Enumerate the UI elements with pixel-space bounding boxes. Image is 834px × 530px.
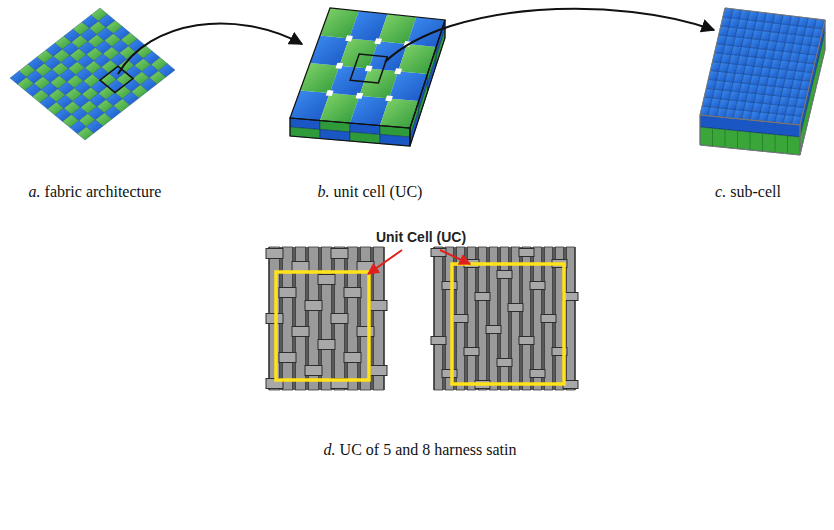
weft-float (266, 249, 283, 259)
resin-gap (365, 66, 373, 72)
resin-gap (326, 90, 334, 96)
weft-float (464, 348, 479, 356)
leader-arrow (440, 250, 470, 264)
satin-grid (431, 247, 578, 390)
curved-arrow (118, 23, 302, 74)
unit-cell-frame (452, 264, 564, 384)
weft-float (292, 327, 309, 337)
weave-ground (268, 247, 385, 390)
weft-float (318, 340, 335, 350)
weft-float (305, 366, 322, 376)
weft-float (442, 282, 457, 290)
weft-float (331, 314, 348, 324)
mesh-line (787, 136, 788, 154)
figure-caption: b. unit cell (UC) (318, 182, 423, 202)
weft-float (475, 293, 490, 301)
resin-gap (336, 63, 344, 69)
weft-float (357, 262, 374, 272)
weave-cell (159, 64, 176, 77)
weft-float (519, 249, 534, 257)
weft-float (279, 353, 296, 363)
weft-float (453, 315, 468, 323)
weft-float (357, 327, 374, 337)
warp-yarn (468, 247, 476, 390)
unit-cell-outline (100, 66, 133, 92)
curved-arrow (385, 9, 714, 62)
sub-cell-outline (700, 8, 825, 125)
mesh-line (775, 135, 776, 153)
unit-cell-tow (380, 98, 419, 128)
weft-float (530, 282, 545, 290)
fabric-architecture (10, 8, 175, 140)
sub-cell-outline (700, 115, 800, 155)
unit-cell-tow (398, 44, 436, 74)
unit-cell-tow (389, 71, 427, 101)
weft-float (370, 366, 387, 376)
warp-yarn (479, 247, 487, 390)
weft-float (541, 315, 556, 323)
weft-float (497, 271, 512, 279)
warp-yarn (567, 247, 575, 390)
resin-gap (345, 35, 353, 41)
weft-float (344, 288, 361, 298)
figure-caption: c. sub-cell (715, 182, 781, 202)
warp-yarn (348, 247, 358, 390)
figure-caption: d. UC of 5 and 8 harness satin (324, 440, 517, 460)
unit-cell (290, 8, 445, 146)
warp-yarn (512, 247, 520, 390)
sub-cell-outline (800, 20, 825, 155)
unit-cell-frame (276, 272, 369, 380)
weave-ground (433, 247, 576, 390)
unit-cell-outline (290, 118, 410, 146)
figure-caption: a. fabric architecture (29, 182, 162, 202)
sub-cell-outline (350, 54, 387, 83)
weft-float (508, 304, 523, 312)
weft-float (486, 326, 501, 334)
mesh-line (750, 132, 751, 150)
weft-float (279, 288, 296, 298)
weft-float (431, 337, 446, 345)
leader-arrow (368, 250, 402, 274)
weft-float (292, 262, 309, 272)
mesh-line (725, 130, 726, 148)
weft-float (331, 249, 348, 259)
sub-cell (700, 8, 825, 155)
resin-gap (356, 93, 364, 99)
weft-float (497, 359, 512, 367)
warp-yarn (534, 247, 542, 390)
warp-yarn (435, 247, 443, 390)
warp-yarn (490, 247, 498, 390)
satin-weave (266, 247, 578, 390)
warp-yarn (523, 247, 531, 390)
weft-float (370, 301, 387, 311)
warp-yarn (283, 247, 293, 390)
weft-float (344, 353, 361, 363)
resin-gap (385, 95, 393, 101)
sub-cell-side (700, 127, 800, 155)
weft-float (530, 370, 545, 378)
mesh-line (737, 131, 738, 149)
weft-float (305, 301, 322, 311)
satin-grid (266, 247, 387, 390)
resin-gap (394, 68, 402, 74)
weft-float (519, 337, 534, 345)
mesh-line (762, 133, 763, 151)
callout-label: Unit Cell (UC) (376, 227, 466, 247)
resin-gap (374, 38, 382, 44)
warp-yarn (501, 247, 509, 390)
unit-cell-outline (410, 20, 445, 146)
warp-yarn (322, 247, 332, 390)
weft-float (442, 370, 457, 378)
weft-float (318, 275, 335, 285)
mesh-line (712, 128, 713, 146)
